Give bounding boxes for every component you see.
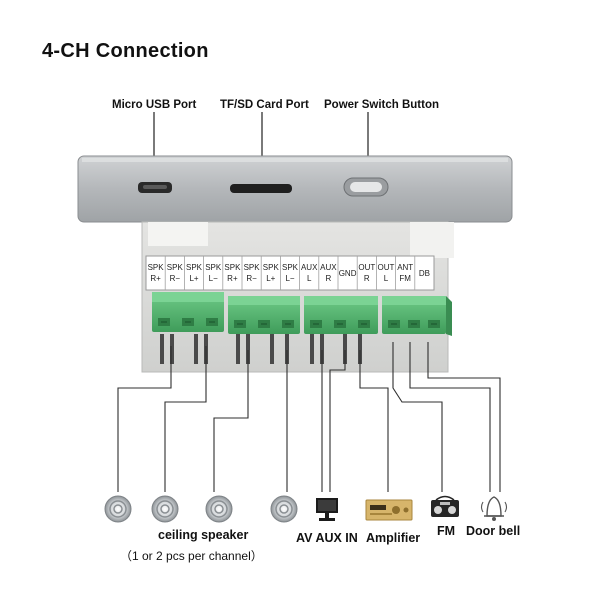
terminal-label-3-top: SPK: [186, 263, 203, 272]
wires: [117, 342, 501, 492]
terminal-pin-6: [246, 334, 250, 364]
terminal-label-11-top: GND: [339, 269, 357, 278]
terminal-label-14-top: ANT: [397, 263, 413, 272]
wire-gnd: [329, 350, 346, 492]
terminal-label-10-top: AUX: [320, 263, 337, 272]
wire-amplifier: [359, 350, 389, 492]
terminal-label-1-top: SPK: [148, 263, 165, 272]
ceiling-speaker-icon-2: [151, 495, 179, 523]
wire-speaker-3: [213, 350, 249, 492]
fm-label: FM: [437, 524, 456, 538]
tf-sd-card-port-label: TF/SD Card Port: [220, 99, 309, 111]
ceiling-speaker-icon-4: [270, 495, 298, 523]
terminal-label-2-top: SPK: [167, 263, 184, 272]
computer-monitor-icon: [316, 498, 338, 521]
terminal-label-4-top: SPK: [205, 263, 222, 272]
ceiling-speaker-label: ceiling speaker: [158, 528, 249, 542]
amplifier-label: Amplifier: [366, 531, 421, 545]
wire-speaker-1: [117, 346, 172, 492]
terminal-pin-8: [285, 334, 289, 364]
terminal-pin-11: [343, 334, 347, 364]
terminal-label-10-bottom: R: [326, 274, 332, 283]
terminal-label-9-bottom: L: [307, 274, 312, 283]
amplifier-icon: [365, 499, 413, 521]
micro-usb-port-icon: [138, 182, 172, 193]
power-switch-button-icon: [343, 177, 389, 197]
tf-sd-card-slot-icon: [230, 184, 292, 193]
terminal-label-strip: SPK R+ SPK R− SPK L+ SPK L− SPK R+ SPK R− SPK L+ SPK L−…: [145, 255, 435, 291]
terminal-label-6-bottom: R−: [246, 274, 257, 283]
terminal-label-8-top: SPK: [282, 263, 299, 272]
terminal-label-2-bottom: R−: [170, 274, 181, 283]
terminal-label-6-top: SPK: [244, 263, 261, 272]
terminal-label-9-top: AUX: [301, 263, 318, 272]
ceiling-speaker-icon-1: [104, 495, 132, 523]
terminal-label-8-bottom: L−: [285, 274, 294, 283]
terminal-pin-3: [194, 334, 198, 364]
terminal-block-4: [382, 296, 452, 336]
fm-radio-icon: [431, 495, 459, 517]
terminal-label-14-bottom: FM: [399, 274, 411, 283]
terminal-label-3-bottom: L+: [189, 274, 198, 283]
wire-fm: [409, 342, 491, 492]
terminal-label-5-top: SPK: [224, 263, 241, 272]
terminal-label-12-bottom: R: [364, 274, 370, 283]
av-aux-in-label: AV AUX IN: [296, 531, 358, 545]
terminal-block-2: [228, 296, 300, 334]
terminal-pin-2: [170, 334, 174, 364]
ceiling-speaker-icon-3: [205, 495, 233, 523]
terminal-pin-9: [310, 334, 314, 364]
terminal-label-5-bottom: R+: [227, 274, 238, 283]
wire-doorbell: [427, 342, 501, 492]
terminal-label-7-bottom: L+: [266, 274, 275, 283]
power-switch-button-label: Power Switch Button: [324, 99, 439, 111]
terminal-pin-10: [320, 334, 324, 364]
terminal-label-1-bottom: R+: [150, 274, 161, 283]
terminal-label-13-bottom: L: [384, 274, 389, 283]
terminal-label-15-top: DB: [419, 269, 430, 278]
terminal-block-3: [304, 296, 378, 334]
terminal-pin-7: [270, 334, 274, 364]
wire-speaker-2: [164, 346, 207, 492]
door-bell-icon: [480, 496, 508, 521]
terminal-screws: [158, 318, 440, 328]
terminal-label-4-bottom: L−: [209, 274, 218, 283]
wire-out: [392, 342, 443, 492]
terminal-label-12-top: OUT: [358, 263, 375, 272]
page-title: 4-CH Connection: [42, 40, 209, 62]
terminal-pin-5: [236, 334, 240, 364]
door-bell-label: Door bell: [466, 524, 521, 538]
terminal-pin-1: [160, 334, 164, 364]
terminal-pin-12: [358, 334, 362, 364]
terminal-label-7-top: SPK: [263, 263, 280, 272]
ceiling-speaker-note: （1 or 2 pcs per channel）: [120, 549, 263, 563]
micro-usb-port-label: Micro USB Port: [112, 99, 197, 111]
terminal-label-13-top: OUT: [378, 263, 395, 272]
